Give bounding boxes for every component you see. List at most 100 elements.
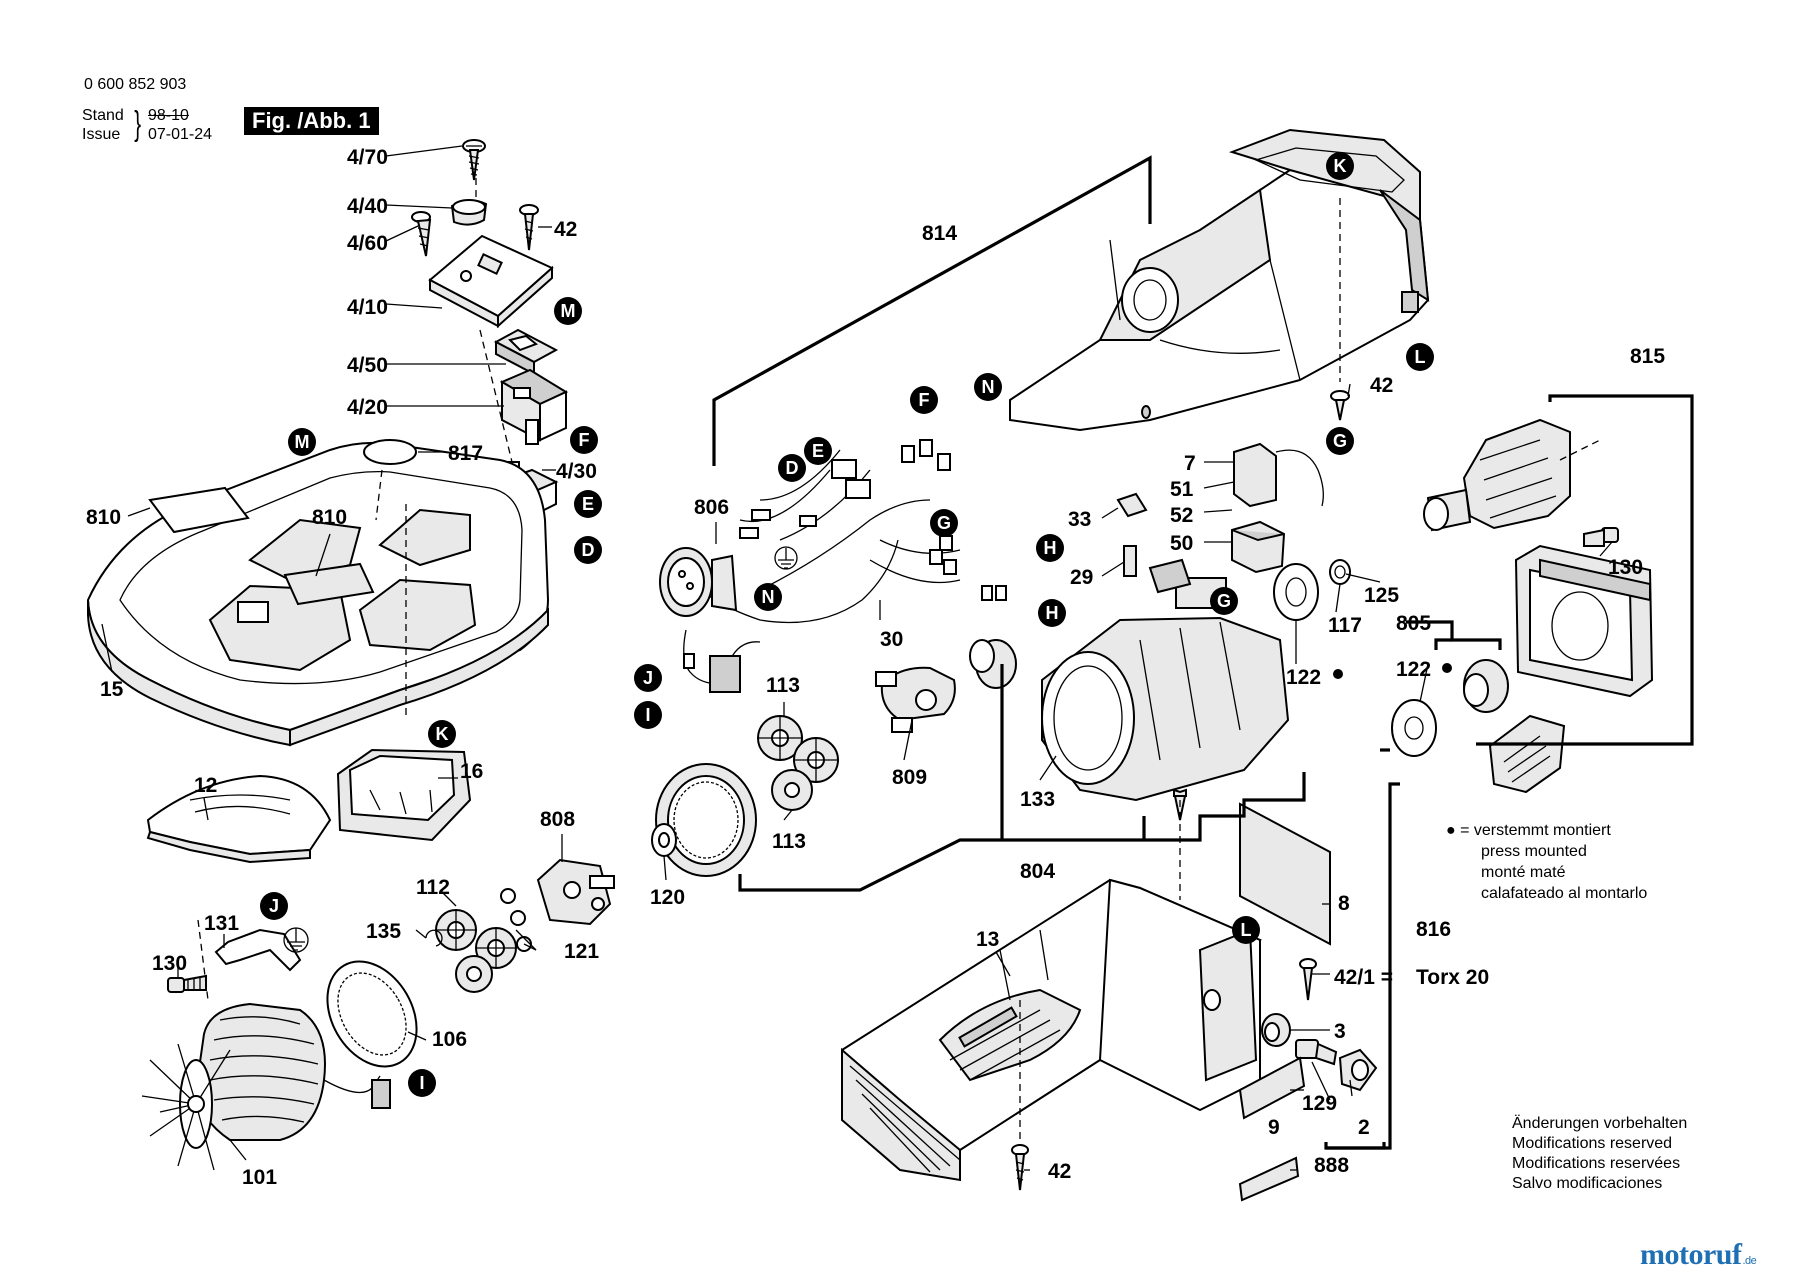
bracket-131 xyxy=(214,928,302,972)
ring-gear-center xyxy=(655,763,757,877)
gears-112 xyxy=(435,909,517,993)
stand-label: Stand xyxy=(82,107,124,124)
part-number-labels: 4/70 4/40 4/60 42 4/10 4/50 4/20 4/30 81… xyxy=(86,146,1665,1189)
marker-g-cap: G xyxy=(1210,587,1238,615)
notice-line-es: Salvo modificaciones xyxy=(1512,1175,1663,1192)
svg-text:K: K xyxy=(1334,156,1347,176)
label-50: 50 xyxy=(1170,532,1193,555)
gearcase-804 xyxy=(1041,558,1290,802)
bearing-right xyxy=(1463,659,1509,713)
label-4-40: 4/40 xyxy=(347,195,388,218)
washer-120 xyxy=(651,823,677,857)
svg-text:E: E xyxy=(582,494,594,514)
label-8: 8 xyxy=(1338,892,1350,915)
label-112: 112 xyxy=(416,876,450,899)
marker-m-switch: M xyxy=(554,297,582,325)
wire-connectors xyxy=(739,439,1007,601)
label-torx-20: Torx 20 xyxy=(1416,966,1489,989)
screw-130-left xyxy=(167,974,207,993)
brand-name: motoruf xyxy=(1640,1238,1742,1271)
capacitor-50 xyxy=(1231,520,1286,574)
label-7: 7 xyxy=(1184,452,1196,475)
clip-135 xyxy=(425,929,443,947)
label-122-b: 122 xyxy=(1396,658,1431,681)
switch-assembly xyxy=(411,139,569,522)
legend-line-2: press mounted xyxy=(1481,843,1587,860)
bearing-sleeve xyxy=(969,639,1017,689)
bearing-plate-809 xyxy=(875,666,956,733)
label-106: 106 xyxy=(432,1028,467,1051)
label-4-70: 4/70 xyxy=(347,146,388,169)
label-810-a: 810 xyxy=(86,506,121,529)
legend-line-4: calafateado al montarlo xyxy=(1481,885,1648,902)
label-810-a xyxy=(148,486,250,534)
svg-text:F: F xyxy=(579,430,590,450)
gears-113 xyxy=(757,715,839,811)
legend-line-1: verstemmt montiert xyxy=(1473,822,1611,839)
press-mounted-legend: ● = verstemmt montiert press mounted mon… xyxy=(1446,820,1647,904)
switch-4-20 xyxy=(499,368,569,445)
label-42-bottom: 42 xyxy=(1048,1160,1071,1183)
issue-label: Issue xyxy=(82,126,121,143)
label-4-10: 4/10 xyxy=(347,296,388,319)
label-30: 30 xyxy=(880,628,903,651)
part-number: 0 600 852 903 xyxy=(84,76,187,93)
label-805: 805 xyxy=(1396,612,1431,635)
washer-125 xyxy=(1329,559,1351,585)
svg-text:I: I xyxy=(645,705,650,725)
press-mount-bullet-b xyxy=(1442,663,1452,673)
screw-129 xyxy=(1295,1039,1338,1066)
label-810-b xyxy=(283,562,375,606)
label-806: 806 xyxy=(694,496,729,519)
svg-text:L: L xyxy=(1415,347,1426,367)
leader-lines xyxy=(101,145,1613,1171)
stand-brace: } xyxy=(134,105,142,143)
marker-m-cover: M xyxy=(288,428,316,456)
marker-e-wire: E xyxy=(804,437,832,465)
motor-housing xyxy=(1009,128,1430,432)
marker-d-switch: D xyxy=(574,536,602,564)
washer-122-right xyxy=(1391,699,1437,757)
marker-h-wire: H xyxy=(1038,599,1066,627)
svg-text:N: N xyxy=(982,377,995,397)
screw-42-bottom xyxy=(1011,1144,1029,1191)
lamp-holder-7 xyxy=(1233,442,1324,508)
label-133: 133 xyxy=(1020,788,1055,811)
label-51: 51 xyxy=(1170,478,1194,501)
label-2: 2 xyxy=(1358,1116,1370,1139)
label-810-b: 810 xyxy=(312,506,347,529)
press-mount-bullet-a xyxy=(1333,669,1343,679)
marker-n-wire: N xyxy=(754,583,782,611)
marker-k-cover: K xyxy=(428,720,456,748)
label-33: 33 xyxy=(1068,508,1091,531)
ring-gear-106 xyxy=(326,960,418,1068)
gear-housing-808 xyxy=(536,858,615,926)
svg-text:G: G xyxy=(937,513,951,533)
plug-806 xyxy=(659,547,738,617)
marker-j-wire: J xyxy=(634,664,662,692)
marker-f-wire: F xyxy=(910,386,938,414)
knob-4-40 xyxy=(450,199,488,226)
motor-101 xyxy=(141,1002,391,1171)
socket-connector xyxy=(683,629,761,693)
label-816: 816 xyxy=(1416,918,1451,941)
part-33 xyxy=(1116,492,1148,518)
modifications-notice: Änderungen vorbehalten Modifications res… xyxy=(1512,1114,1687,1194)
label-42-1: 42/1 = xyxy=(1334,966,1393,989)
label-113-a: 113 xyxy=(766,674,800,697)
washers-121 xyxy=(500,888,532,952)
base-housing-13 xyxy=(841,878,1262,1182)
label-804: 804 xyxy=(1020,860,1055,883)
label-16: 16 xyxy=(460,760,483,783)
svg-text:G: G xyxy=(1333,431,1347,451)
svg-text:H: H xyxy=(1044,538,1057,558)
label-12: 12 xyxy=(194,774,217,797)
svg-text:E: E xyxy=(812,441,824,461)
issue-date: 07-01-24 xyxy=(148,126,213,143)
screw-130-right xyxy=(1583,527,1619,547)
brand-suffix: .de xyxy=(1742,1255,1757,1267)
label-130-right: 130 xyxy=(1608,556,1643,579)
label-4-50: 4/50 xyxy=(347,354,388,377)
cap-2 xyxy=(1338,1048,1378,1092)
notice-line-fr: Modifications reservées xyxy=(1512,1155,1681,1172)
